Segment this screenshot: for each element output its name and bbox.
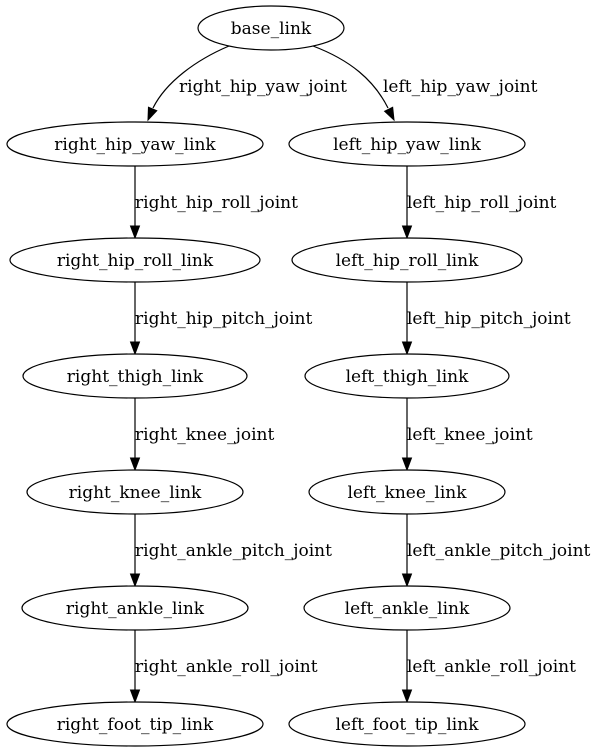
edge-line [312, 45, 389, 109]
node-label: right_foot_tip_link [57, 715, 214, 735]
node-ellipse [197, 5, 345, 51]
edges-layer: right_hip_yaw_joint left_hip_yaw_jointrig… [129, 45, 591, 704]
edge-label: left_ankle_roll_joint [407, 657, 576, 677]
edge-label: right_ankle_pitch_joint [135, 541, 332, 561]
node-label: right_hip_roll_link [57, 251, 214, 271]
node-right-knee-link: right_knee_link [26, 469, 244, 515]
arrowhead [383, 106, 395, 122]
edge-right-ankle-roll-joint: right_ankle_roll_joint [129, 630, 318, 704]
node-label: left_knee_link [347, 483, 467, 503]
arrowhead [129, 689, 141, 704]
arrowhead [129, 573, 141, 588]
node-ellipse [291, 237, 523, 283]
node-ellipse [6, 701, 264, 747]
arrowhead [129, 341, 141, 356]
node-ellipse [6, 121, 264, 167]
edge-left-hip-yaw-joint: left_hip_yaw_joint [312, 45, 538, 122]
node-ellipse [303, 585, 511, 631]
edge-label: left_hip_pitch_joint [407, 309, 571, 329]
edge-right-hip-yaw-joint: right_hip_yaw_joint [147, 45, 347, 122]
edge-label: right_hip_roll_joint [135, 193, 298, 213]
node-ellipse [21, 585, 249, 631]
arrowhead [401, 341, 413, 356]
node-base-link: base_link [197, 5, 345, 51]
node-label: right_hip_yaw_link [54, 135, 216, 155]
edge-label: left_ankle_pitch_joint [407, 541, 591, 561]
node-left-ankle-link: left_ankle_link [303, 585, 511, 631]
edge-label: right_knee_joint [135, 425, 274, 445]
node-right-ankle-link: right_ankle_link [21, 585, 249, 631]
node-ellipse [26, 469, 244, 515]
edge-line [152, 45, 230, 109]
arrowhead [401, 573, 413, 588]
edge-label: right_ankle_roll_joint [135, 657, 318, 677]
edge-left-ankle-pitch-joint: left_ankle_pitch_joint [401, 514, 591, 588]
node-left-hip-yaw-link: left_hip_yaw_link [288, 121, 526, 167]
edge-left-hip-roll-joint: left_hip_roll_joint [401, 166, 557, 240]
node-label: base_link [231, 19, 312, 39]
edge-left-knee-joint: left_knee_joint [401, 398, 533, 472]
edge-right-knee-joint: right_knee_joint [129, 398, 274, 472]
node-right-hip-yaw-link: right_hip_yaw_link [6, 121, 264, 167]
edge-label: right_hip_yaw_joint [179, 77, 347, 97]
arrowhead [401, 225, 413, 240]
arrowhead [129, 225, 141, 240]
node-left-knee-link: left_knee_link [308, 469, 506, 515]
node-label: right_ankle_link [66, 599, 205, 619]
node-label: left_ankle_link [345, 599, 470, 619]
arrowhead [147, 106, 158, 122]
node-ellipse [288, 701, 526, 747]
node-ellipse [9, 237, 261, 283]
edge-label: left_knee_joint [407, 425, 533, 445]
node-label: left_foot_tip_link [336, 715, 480, 735]
node-ellipse [304, 353, 510, 399]
node-right-hip-roll-link: right_hip_roll_link [9, 237, 261, 283]
nodes-layer: base_link right_hip_yaw_link left_hip_yaw_… [6, 5, 526, 747]
node-left-thigh-link: left_thigh_link [304, 353, 510, 399]
edge-right-hip-pitch-joint: right_hip_pitch_joint [129, 282, 313, 356]
node-right-foot-tip-link: right_foot_tip_link [6, 701, 264, 747]
edge-left-ankle-roll-joint: left_ankle_roll_joint [401, 630, 576, 704]
node-ellipse [288, 121, 526, 167]
edge-right-ankle-pitch-joint: right_ankle_pitch_joint [129, 514, 332, 588]
node-label: right_thigh_link [67, 367, 204, 387]
node-right-thigh-link: right_thigh_link [22, 353, 248, 399]
node-label: left_thigh_link [346, 367, 469, 387]
edge-label: right_hip_pitch_joint [135, 309, 313, 329]
arrowhead [401, 457, 413, 472]
node-label: right_knee_link [69, 483, 202, 503]
node-ellipse [22, 353, 248, 399]
node-label: left_hip_yaw_link [333, 135, 482, 155]
node-left-hip-roll-link: left_hip_roll_link [291, 237, 523, 283]
edge-label: left_hip_yaw_joint [383, 77, 538, 97]
node-ellipse [308, 469, 506, 515]
arrowhead [401, 689, 413, 704]
edge-left-hip-pitch-joint: left_hip_pitch_joint [401, 282, 571, 356]
node-label: left_hip_roll_link [336, 251, 479, 271]
node-left-foot-tip-link: left_foot_tip_link [288, 701, 526, 747]
edge-right-hip-roll-joint: right_hip_roll_joint [129, 166, 298, 240]
arrowhead [129, 457, 141, 472]
edge-label: left_hip_roll_joint [407, 193, 557, 213]
